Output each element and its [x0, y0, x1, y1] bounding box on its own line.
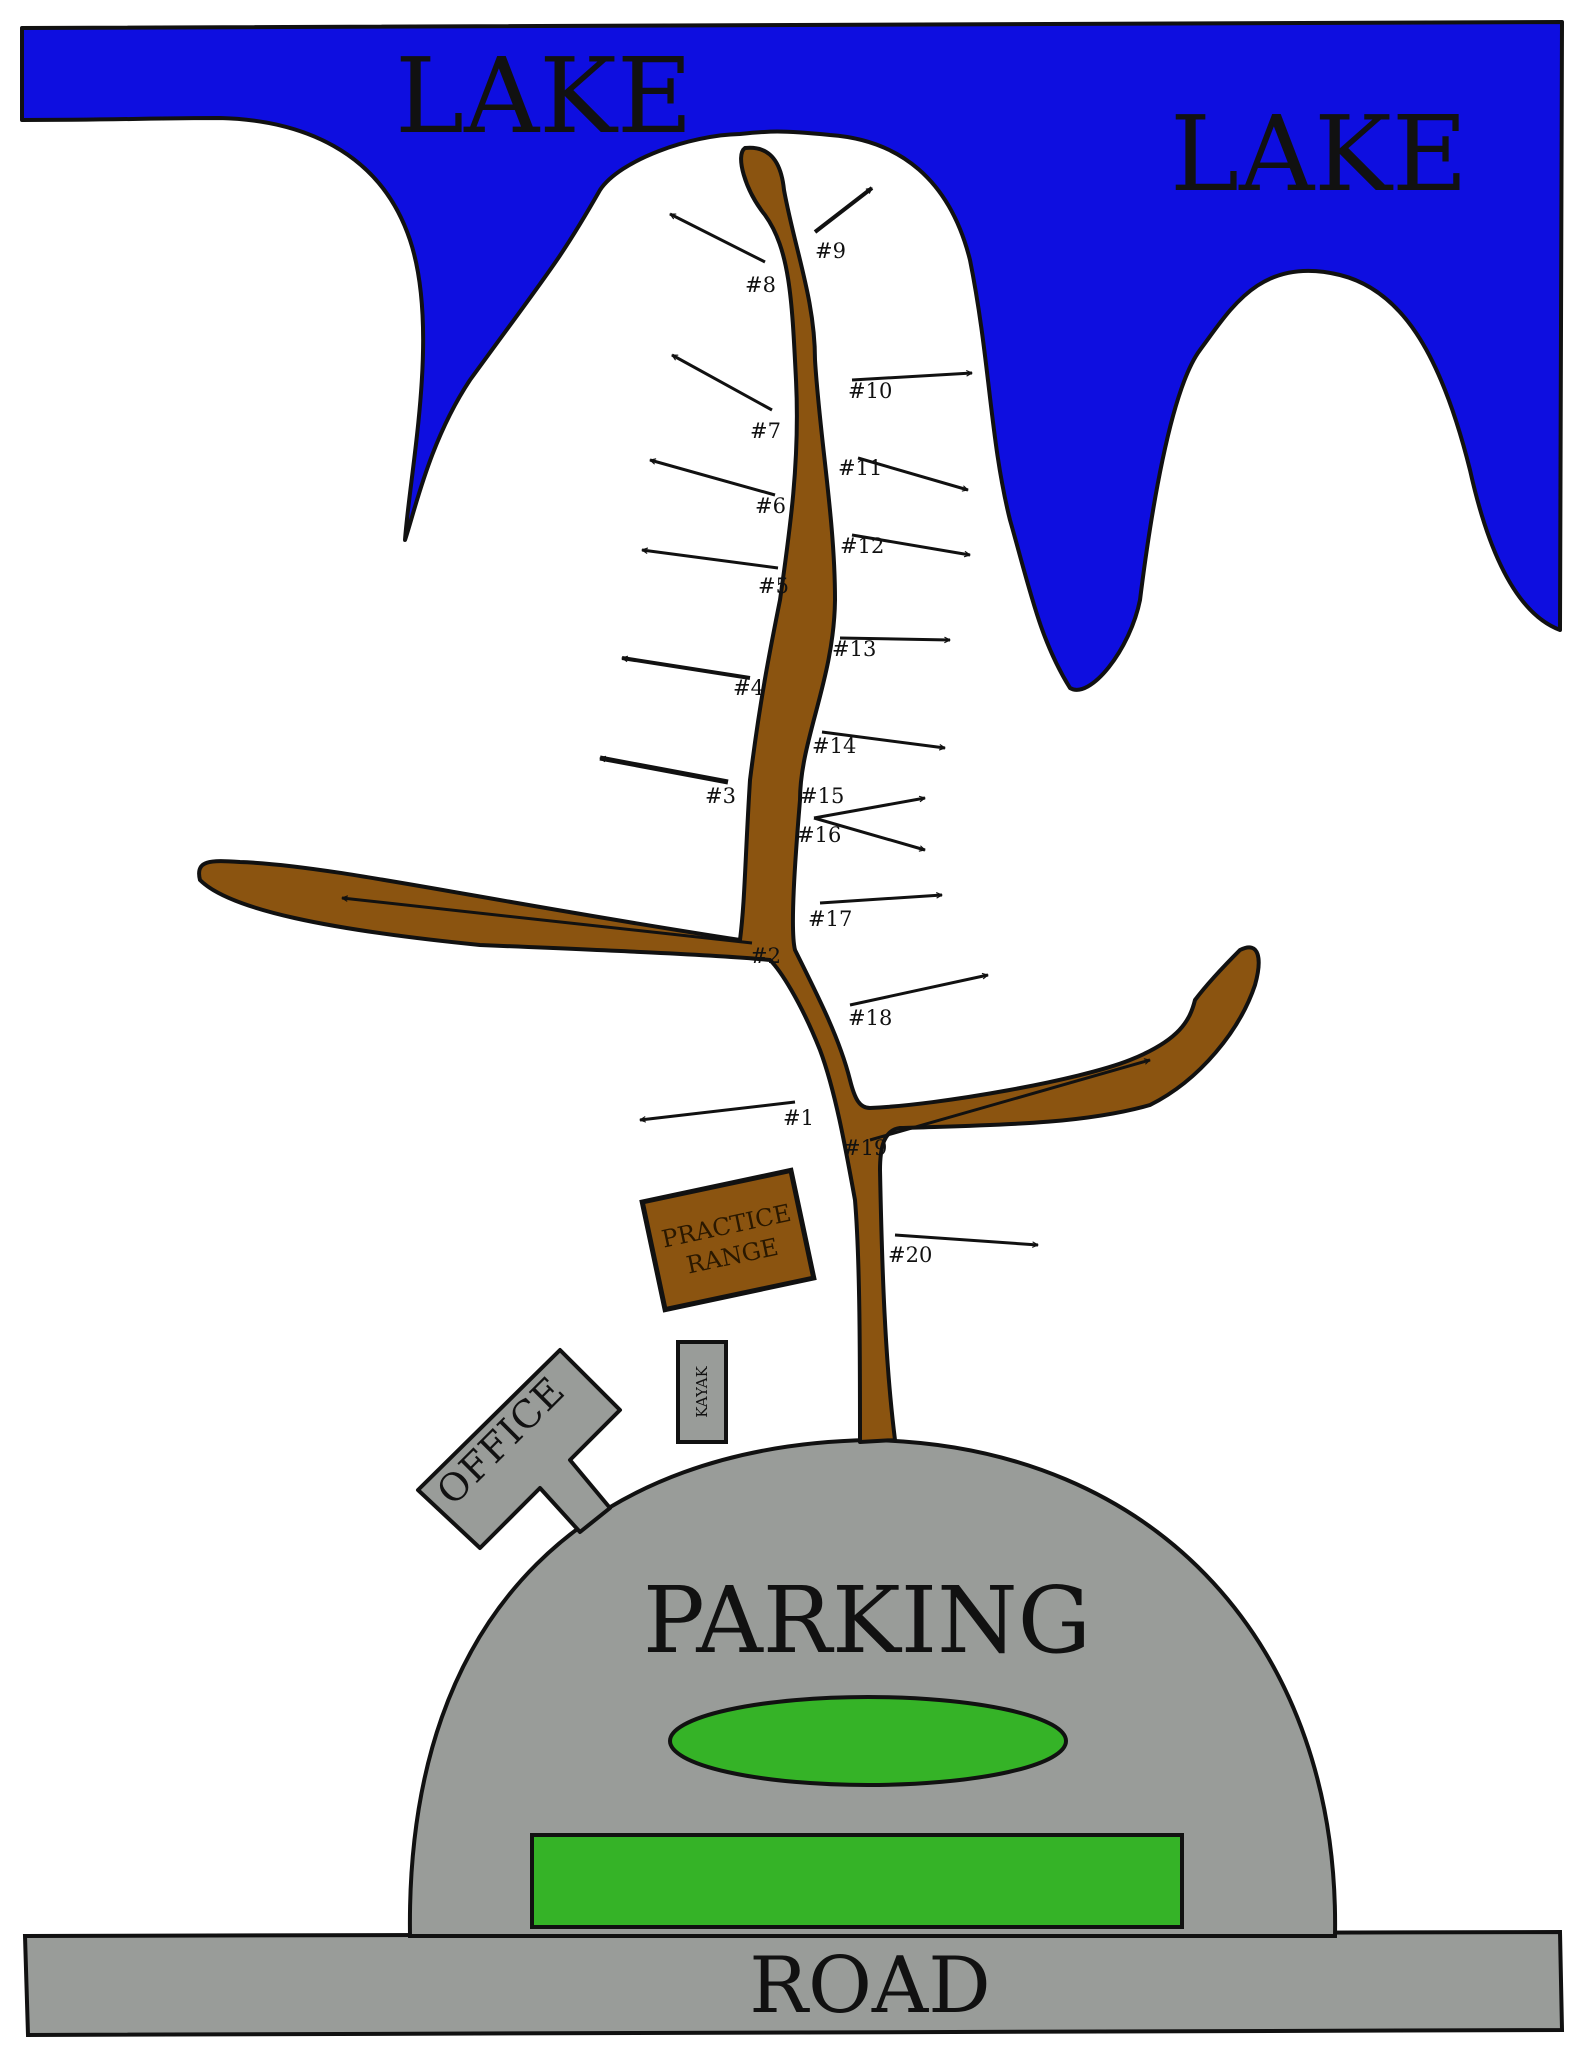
hole-19-label: #19 [843, 1136, 887, 1160]
kayak-storage: KAYAK [676, 1340, 728, 1444]
hole-2-label: #2 [750, 944, 781, 968]
hole-19-arrow [869, 1058, 1151, 1142]
hole-16-arrow [813, 816, 926, 852]
lake-label-left: LAKE [395, 35, 693, 157]
hole-arrows [341, 186, 1151, 1248]
kayak-label: KAYAK [693, 1365, 711, 1417]
hole-2-arrow [341, 895, 753, 945]
office-building: OFFICE [416, 1348, 622, 1550]
practice-range: PRACTICE RANGE [639, 1167, 817, 1313]
hole-8-arrow [669, 212, 766, 264]
trail [197, 145, 1261, 1444]
hole-12-arrow [851, 533, 971, 558]
hole-7-arrow [671, 353, 773, 412]
hole-14-label: #14 [812, 734, 856, 758]
hole-labels: #1 #2 #3 #4 #5 #6 #7 #8 #9 #10 #11 #12 #… [705, 239, 932, 1267]
hole-12-label: #12 [840, 534, 884, 558]
hole-18-arrow [849, 972, 989, 1007]
hole-13-label: #13 [832, 637, 876, 661]
lake-label-right: LAKE [1170, 93, 1468, 215]
hole-7-label: #7 [750, 419, 781, 443]
hole-16-label: #16 [797, 823, 841, 847]
hole-11-arrow [857, 456, 969, 492]
hole-1-arrow [639, 1100, 796, 1123]
hole-4-arrow [621, 655, 751, 680]
hole-6-label: #6 [755, 494, 786, 518]
hole-18-label: #18 [848, 1006, 892, 1030]
road-label: ROAD [749, 1941, 991, 2031]
hole-17-arrow [819, 892, 943, 905]
hole-13-arrow [839, 636, 951, 644]
hole-9-label: #9 [815, 239, 846, 263]
hole-6-arrow [649, 458, 776, 497]
hole-20-label: #20 [888, 1243, 932, 1267]
hole-15-arrow [813, 795, 926, 820]
hole-5-label: #5 [758, 574, 789, 598]
hole-10-arrow [851, 370, 973, 382]
hole-1-label: #1 [783, 1106, 814, 1130]
hole-15-label: #15 [800, 784, 844, 808]
hole-10-label: #10 [848, 379, 892, 403]
hole-11-label: #11 [838, 456, 882, 480]
hole-20-arrow [894, 1233, 1039, 1248]
hole-3-label: #3 [705, 784, 736, 808]
hole-3-arrow [599, 755, 729, 785]
parking-island-oval [668, 1695, 1068, 1787]
hole-14-arrow [821, 730, 946, 751]
hole-8-label: #8 [745, 273, 776, 297]
hole-17-label: #17 [808, 907, 852, 931]
hole-9-arrow [813, 186, 874, 234]
lake [20, 20, 1564, 692]
parking-island-strip [530, 1833, 1184, 1929]
parking-label: PARKING [643, 1567, 1091, 1674]
hole-4-label: #4 [733, 676, 764, 700]
hole-5-arrow [641, 547, 779, 570]
